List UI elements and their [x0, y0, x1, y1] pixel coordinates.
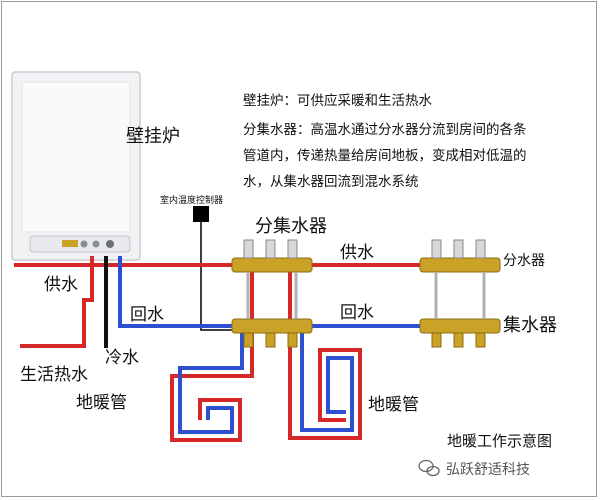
thermostat-label: 室内温度控制器 [160, 196, 224, 206]
cold-water-label: 冷水 [105, 348, 139, 368]
supply-label-middle: 供水 [340, 243, 374, 263]
wechat-icon [418, 459, 440, 477]
hot-water-pipe [20, 256, 94, 348]
thermostat-icon [193, 206, 209, 222]
manifold-description-line2: 管道内，传递热量给房间地板，变成相对低温的 [243, 148, 527, 164]
watermark-text: 弘跃舒适科技 [446, 462, 530, 478]
floor-pipe-label-left: 地暖管 [76, 393, 127, 413]
manifold-right [419, 239, 501, 348]
floor-pipe-loop-right [288, 270, 362, 440]
manifold-middle [231, 239, 313, 348]
distributor-label: 分水器 [503, 253, 545, 269]
manifold-description-line3: 水，从集水器回流到混水系统 [243, 174, 419, 190]
return-label-left: 回水 [130, 305, 164, 325]
manifold-description-line1: 分集水器：高温水通过分水器分流到房间的各条 [243, 122, 527, 138]
collector-label: 集水器 [503, 315, 557, 336]
hot-water-label: 生活热水 [20, 365, 88, 385]
boiler-label: 壁挂炉 [126, 126, 180, 147]
diagram-title: 地暖工作示意图 [447, 432, 553, 450]
return-pipe-left [118, 256, 232, 328]
boiler-logo-icon [62, 240, 78, 247]
return-label-middle: 回水 [340, 303, 374, 323]
floor-pipe-loop-left [170, 270, 254, 442]
manifold-label: 分集水器 [255, 216, 327, 237]
wall-boiler [11, 71, 141, 261]
supply-label-left: 供水 [44, 275, 78, 295]
boiler-description: 壁挂炉：可供应采暖和生活热水 [243, 93, 432, 109]
floor-pipe-label-right: 地暖管 [368, 395, 419, 415]
thermostat-wire [200, 222, 242, 331]
